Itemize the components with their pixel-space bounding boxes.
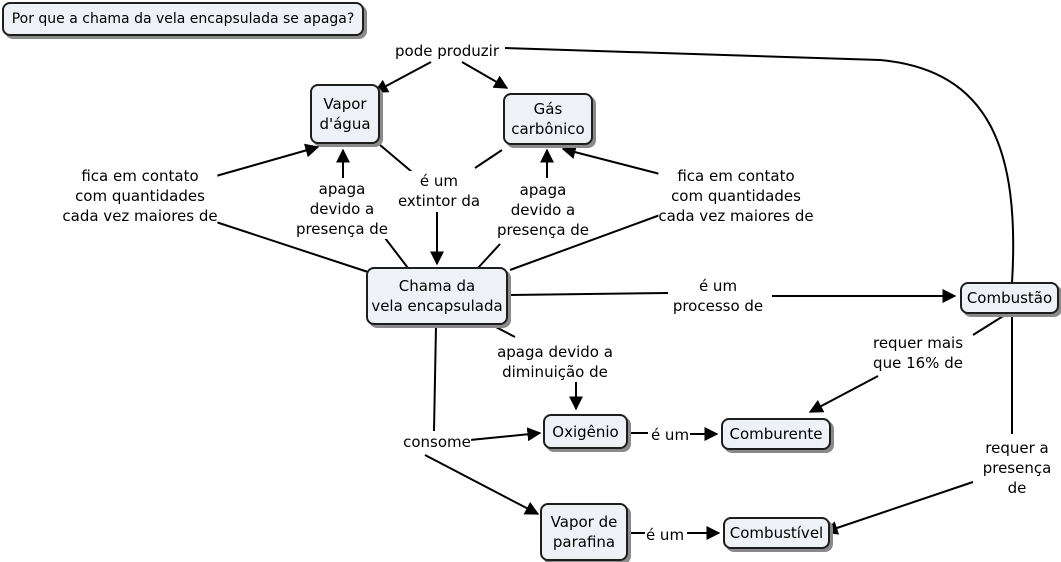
link-contato-left: fica em contato com quantidades cada vez… <box>62 166 218 226</box>
node-vapor-parafina[interactable]: Vapor de parafina <box>540 503 628 561</box>
connector-chama-consome <box>433 325 437 432</box>
connector-chama-contato-left <box>215 221 369 273</box>
connector-combustao-to-pode-produzir <box>504 47 1015 284</box>
diagram-title: Por que a chama da vela encapsulada se a… <box>2 2 364 36</box>
link-diminuicao: apaga devido a diminuição de <box>497 342 613 382</box>
arrow-requer-mais-comburente <box>808 375 879 413</box>
connector-chama-processo <box>509 292 669 296</box>
node-chama-vela-encapsulada[interactable]: Chama da vela encapsulada <box>366 267 508 325</box>
link-apaga-left: apaga devido a presença de <box>295 179 389 239</box>
link-consome: consome <box>403 432 471 452</box>
arrow-requer-presenca-combustivel <box>823 481 974 535</box>
link-requer-mais: requer mais que 16% de <box>872 333 964 373</box>
node-combustao[interactable]: Combustão <box>960 282 1059 314</box>
connector-chama-contato-right <box>509 214 661 271</box>
link-requer-presenca: requer a presença de <box>982 438 1052 498</box>
connector-chama-apaga-right <box>477 243 501 269</box>
arrow-pode-produzir-vapor-agua <box>373 61 432 93</box>
node-gas-carbonico[interactable]: Gás carbônico <box>503 93 593 145</box>
node-vapor-agua[interactable]: Vapor d'água <box>310 84 380 144</box>
link-contato-right: fica em contato com quantidades cada vez… <box>658 166 814 226</box>
link-e-um-oxigenio: é um <box>650 425 690 445</box>
node-oxigenio[interactable]: Oxigênio <box>543 414 628 449</box>
node-comburente[interactable]: Comburente <box>721 418 831 450</box>
arrow-consome-oxigenio <box>469 427 542 442</box>
link-pode-produzir: pode produzir <box>395 41 499 61</box>
connector-vapor-agua-extintor <box>379 144 413 173</box>
connector-chama-diminuicao <box>493 325 516 338</box>
connector-gas-carbonico-extintor <box>474 149 503 169</box>
arrow-consome-vapor-parafina <box>424 454 540 515</box>
link-extintor: é um extintor da <box>397 171 481 211</box>
arrow-contato-right-gas-carbonico <box>561 145 661 175</box>
arrow-contato-left-vapor-agua <box>215 143 320 177</box>
link-processo: é um processo de <box>672 276 764 316</box>
arrow-pode-produzir-gas-carbonico <box>461 61 509 89</box>
link-apaga-right: apaga devido a presença de <box>496 180 590 240</box>
node-combustivel[interactable]: Combustível <box>723 517 830 549</box>
connector-combustao-requer-mais <box>972 312 1009 336</box>
link-e-um-vapor: é um <box>645 525 685 545</box>
connector-chama-apaga-left <box>384 237 409 269</box>
